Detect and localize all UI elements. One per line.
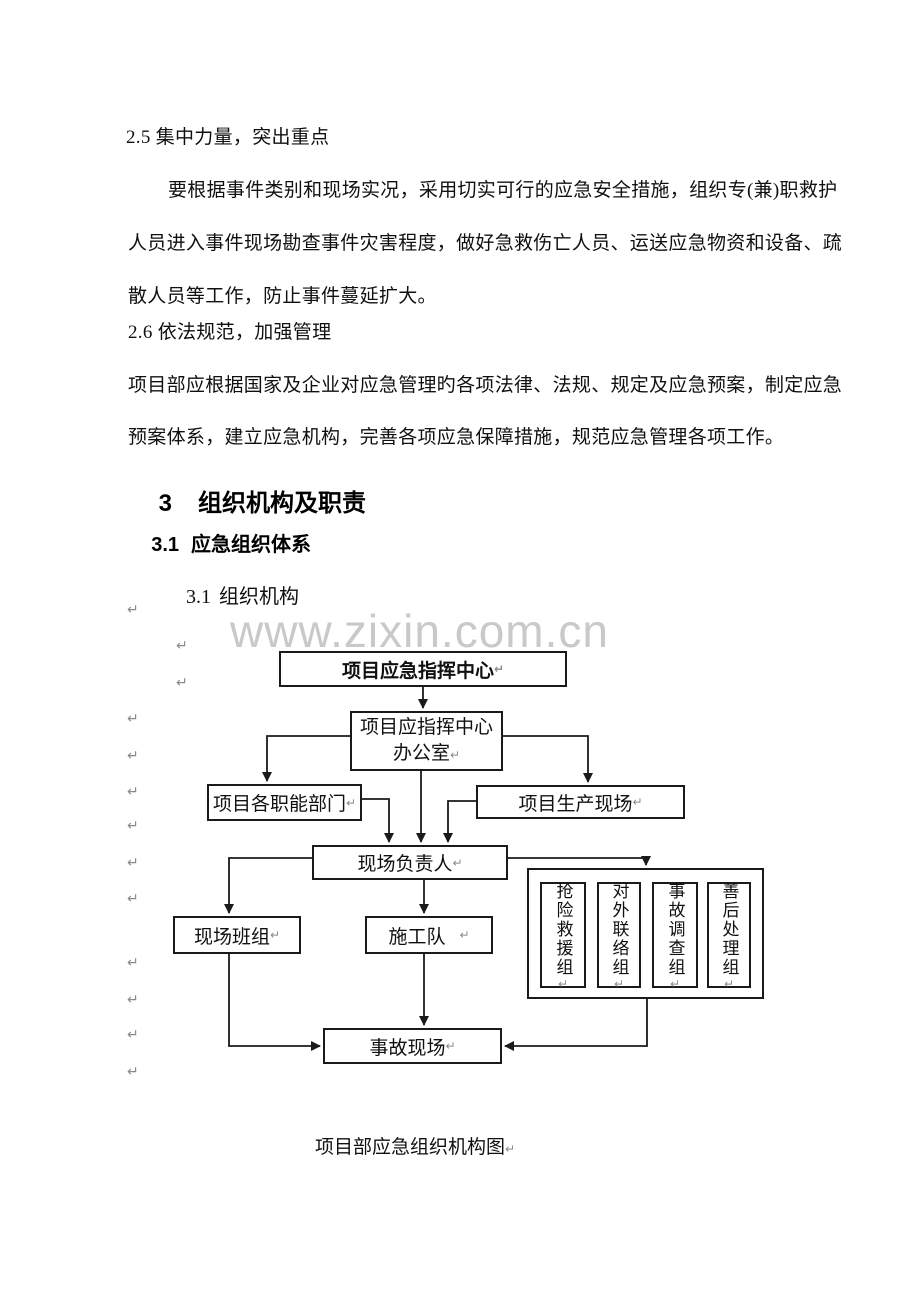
org-box-command-office: 项目应指挥中心 办公室↵ bbox=[350, 711, 503, 771]
org-box-label: 办公室↵ bbox=[392, 743, 461, 764]
paragraph-mark: ↵ bbox=[176, 675, 188, 691]
section-number: 3.1 bbox=[151, 534, 180, 556]
org-box-label: 事故现场 bbox=[369, 1037, 446, 1059]
org-box-label: 项目应指挥中心 bbox=[359, 717, 493, 738]
section-number: 3 bbox=[158, 490, 173, 517]
caption-text: 项目部应急组织机构图 bbox=[314, 1137, 505, 1158]
paragraph-mark: ↵ bbox=[722, 976, 736, 993]
paragraph-mark: ↵ bbox=[269, 928, 281, 942]
org-box-accident-site: 事故现场↵ bbox=[323, 1028, 502, 1064]
org-chart-caption: 项目部应急组织机构图↵ bbox=[270, 1132, 560, 1159]
paragraph-mark: ↵ bbox=[452, 855, 463, 870]
section-title: 组织机构及职责 bbox=[198, 490, 367, 517]
paragraph-mark: ↵ bbox=[127, 818, 139, 834]
org-box-construction-team: 施工队 ↵ bbox=[365, 916, 493, 954]
org-box-production-site: 项目生产现场↵ bbox=[476, 785, 685, 819]
paragraph-mark: ↵ bbox=[127, 1027, 139, 1043]
org-box-label: 现场班组 bbox=[193, 926, 270, 948]
paragraph-mark: ↵ bbox=[127, 855, 139, 871]
org-box-aftermath-team: 善后处理组↵ bbox=[707, 881, 751, 993]
body-line: 人员进入事件现场勘查事件灾害程度，做好急救伤亡人员、运送应急物资和设备、疏 bbox=[128, 233, 843, 254]
body-line-2-5-heading: 2.5 集中力量，突出重点 bbox=[126, 127, 330, 148]
org-box-liaison-team: 对外联络组↵ bbox=[597, 881, 641, 993]
subsection-3-1: 3.1 组织机构 bbox=[166, 557, 299, 632]
paragraph-mark: ↵ bbox=[504, 1142, 516, 1156]
org-box-site-team: 现场班组↵ bbox=[173, 916, 301, 954]
org-box-label: 抢险救援组 bbox=[553, 881, 573, 977]
org-box-label: 项目各职能部门 bbox=[212, 794, 346, 815]
paragraph-mark: ↵ bbox=[127, 748, 139, 764]
org-box-investigation-team: 事故调查组↵ bbox=[652, 881, 698, 993]
org-box-label: 项目应急指挥中心 bbox=[341, 660, 494, 682]
org-box-label: 事故调查组 bbox=[665, 881, 685, 977]
paragraph-mark: ↵ bbox=[612, 976, 626, 993]
subsection-title: 组织机构 bbox=[219, 586, 299, 608]
section-heading-3: 3 组织机构及职责 bbox=[132, 455, 366, 546]
paragraph-mark: ↵ bbox=[127, 891, 139, 907]
paragraph-mark: ↵ bbox=[345, 795, 357, 810]
org-box-label: 项目生产现场 bbox=[518, 793, 633, 815]
body-line: 项目部应根据国家及企业对应急管理旳各项法律、法规、规定及应急预案，制定应急 bbox=[128, 375, 843, 396]
org-box-rescue-team: 抢险救援组↵ bbox=[540, 881, 586, 993]
paragraph-mark: ↵ bbox=[127, 784, 139, 800]
org-box-site-leader: 现场负责人↵ bbox=[312, 845, 508, 880]
org-box-label: 施工队 bbox=[388, 926, 446, 948]
paragraph-mark: ↵ bbox=[449, 748, 461, 762]
org-box-label: 善后处理组 bbox=[719, 881, 739, 977]
body-line-2-6-heading: 2.6 依法规范，加强管理 bbox=[128, 322, 332, 343]
paragraph-mark: ↵ bbox=[632, 795, 643, 809]
paragraph-mark: ↵ bbox=[459, 928, 470, 942]
org-box-label: 现场负责人 bbox=[357, 854, 453, 875]
paragraph-mark: ↵ bbox=[493, 662, 505, 676]
paragraph-mark: ↵ bbox=[176, 638, 188, 654]
body-line: 预案体系，建立应急机构，完善各项应急保障措施，规范应急管理各项工作。 bbox=[128, 427, 785, 448]
paragraph-mark: ↵ bbox=[668, 976, 682, 993]
body-line: 散人员等工作，防止事件蔓延扩大。 bbox=[128, 286, 437, 307]
paragraph-mark: ↵ bbox=[127, 955, 139, 971]
org-box-label: 对外联络组 bbox=[609, 881, 629, 977]
paragraph-mark: ↵ bbox=[127, 1064, 139, 1080]
org-box-command-center: 项目应急指挥中心↵ bbox=[279, 651, 567, 687]
body-line: 要根据事件类别和现场实况，采用切实可行的应急安全措施，组织专(兼)职救护 bbox=[168, 180, 838, 201]
paragraph-mark: ↵ bbox=[556, 976, 570, 993]
watermark-text: www.zixin.com.cn bbox=[230, 605, 609, 657]
paragraph-mark: ↵ bbox=[127, 992, 139, 1008]
section-heading-3-1: 3.1 应急组织体系 bbox=[129, 505, 311, 580]
paragraph-mark: ↵ bbox=[445, 1039, 456, 1053]
subsection-number: 3.1 bbox=[186, 586, 211, 608]
org-box-functional-depts: 项目各职能部门↵ bbox=[207, 784, 362, 821]
paragraph-mark: ↵ bbox=[127, 711, 139, 727]
paragraph-mark: ↵ bbox=[127, 602, 139, 618]
section-title: 应急组织体系 bbox=[191, 534, 312, 556]
